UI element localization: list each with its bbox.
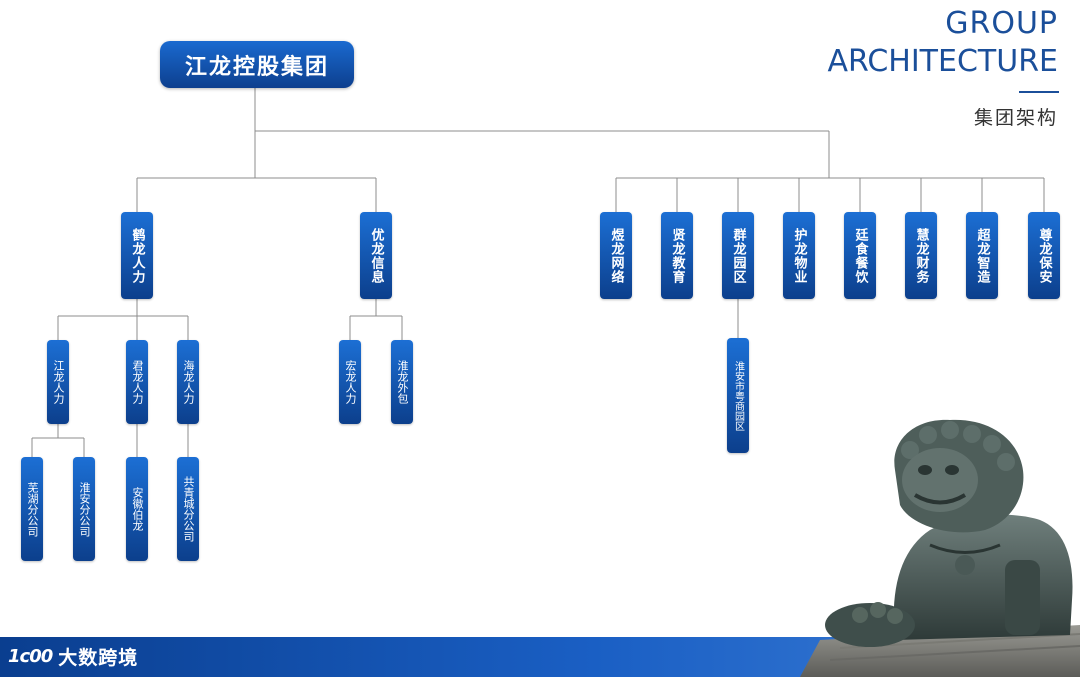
logo-mark-icon: 1c00 [8, 646, 53, 667]
org-root-node: 江龙控股集团 [160, 41, 354, 88]
org-node-jianglong-hr: 江龙人力 [47, 340, 69, 424]
logo-text: 大数跨境 [58, 647, 139, 669]
org-node-zunlong-security: 尊龙保安 [1028, 212, 1060, 299]
title-en-line1: GROUP [945, 6, 1058, 41]
title-underline [1019, 91, 1059, 93]
org-node-gongqingcheng-branch: 共青城分公司 [177, 457, 199, 561]
org-node-honglong-hr: 宏龙人力 [339, 340, 361, 424]
org-node-huailong-outsourcing: 淮龙外包 [391, 340, 413, 424]
org-node-huaian-yueshang-park: 淮安市粤商园区 [727, 338, 749, 453]
org-node-helong-hr: 鹤龙人力 [121, 212, 153, 299]
org-node-qunlong-park: 群龙园区 [722, 212, 754, 299]
org-node-junlong-hr: 君龙人力 [126, 340, 148, 424]
org-node-tingshi-catering: 廷食餐饮 [844, 212, 876, 299]
org-node-yulong-network: 煜龙网络 [600, 212, 632, 299]
stone-lion-image [800, 419, 1080, 677]
brand-logo: 1c00 大数跨境 [8, 643, 138, 670]
title-en-line2: ARCHITECTURE [827, 44, 1058, 79]
org-node-youlong-info: 优龙信息 [360, 212, 392, 299]
org-node-hailong-hr: 海龙人力 [177, 340, 199, 424]
org-node-huilong-finance: 慧龙财务 [905, 212, 937, 299]
org-node-chaolong-manufacturing: 超龙智造 [966, 212, 998, 299]
org-node-wuhu-branch: 芜湖分公司 [21, 457, 43, 561]
org-node-anhui-bolong: 安徽伯龙 [126, 457, 148, 561]
title-cn: 集团架构 [973, 107, 1058, 129]
org-node-hulong-property: 护龙物业 [783, 212, 815, 299]
org-node-xianlong-education: 贤龙教育 [661, 212, 693, 299]
org-node-huaian-branch: 淮安分公司 [73, 457, 95, 561]
